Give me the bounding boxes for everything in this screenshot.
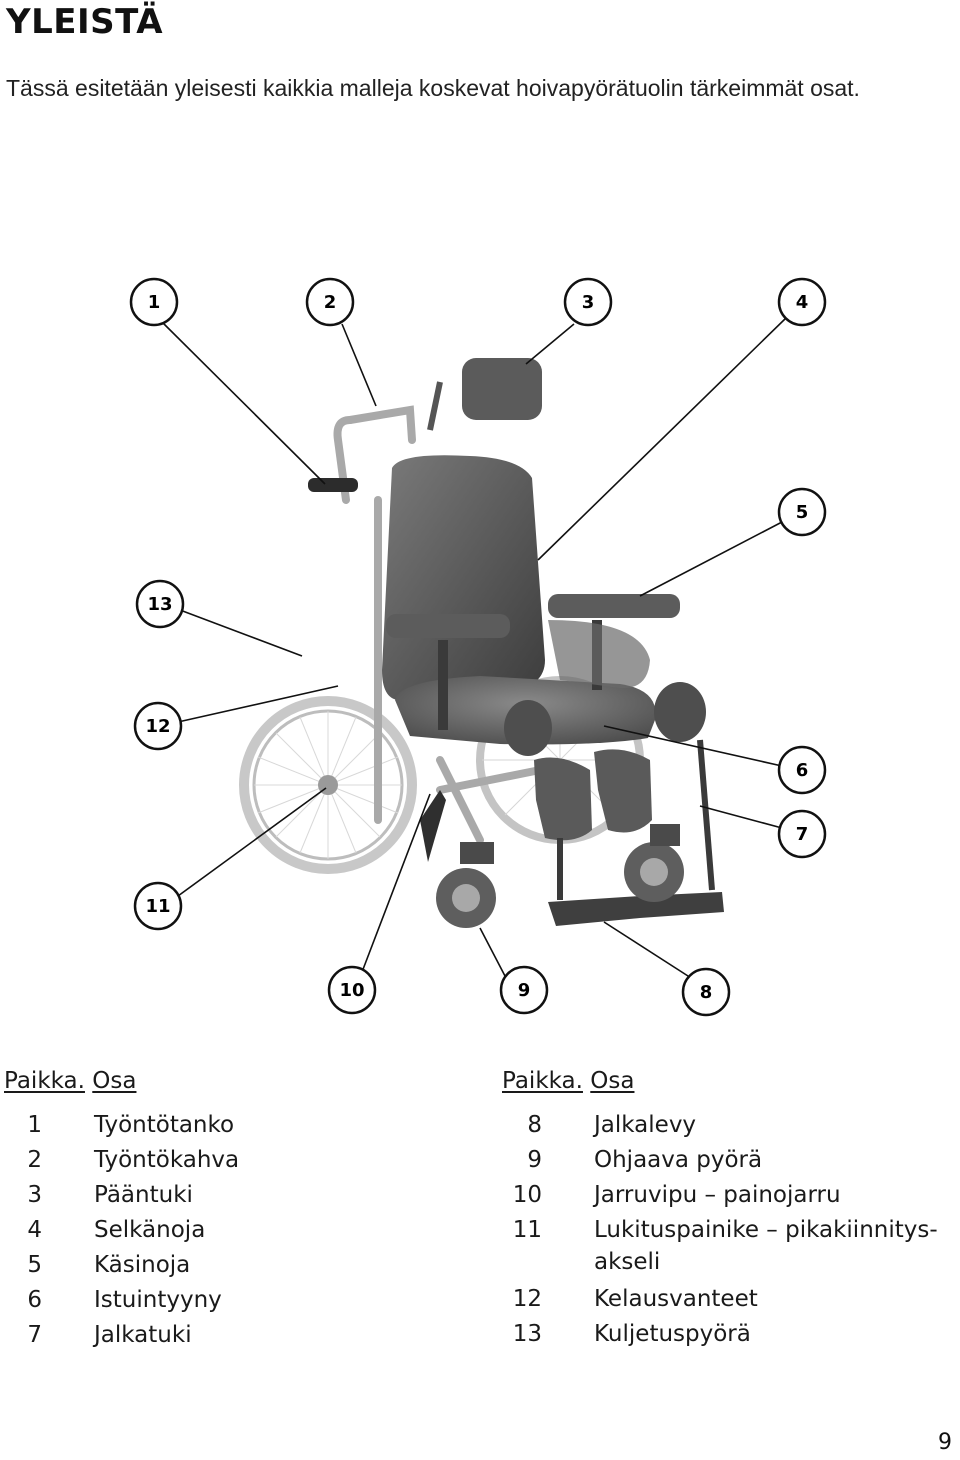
svg-text:10: 10 — [339, 980, 364, 1001]
svg-text:7: 7 — [796, 824, 809, 845]
row-number: 9 — [527, 1147, 542, 1173]
callout-12: 12 — [133, 701, 183, 751]
callout-1: 1 — [129, 277, 179, 327]
row-part: Kelausvanteet — [594, 1286, 758, 1312]
svg-text:4: 4 — [796, 292, 809, 313]
callout-10: 10 — [327, 965, 377, 1015]
row-part: Ohjaava pyörä — [594, 1147, 763, 1173]
svg-text:11: 11 — [145, 896, 170, 917]
brake-lever — [420, 790, 446, 862]
caster-wheels — [436, 824, 684, 928]
svg-text:9: 9 — [518, 980, 531, 1001]
row-number: 5 — [27, 1252, 42, 1278]
row-number: 12 — [512, 1286, 542, 1312]
row-number: 6 — [27, 1287, 42, 1313]
callout-6: 6 — [777, 745, 827, 795]
row-part: Työntötanko — [94, 1112, 235, 1138]
callout-2: 2 — [305, 277, 355, 327]
headrest — [427, 358, 542, 431]
row-part: Jarruvipu – painojarru — [594, 1182, 841, 1208]
push-handle — [308, 478, 358, 492]
callout-4: 4 — [777, 277, 827, 327]
header-part: Osa — [92, 1068, 137, 1094]
callout-8: 8 — [681, 967, 731, 1017]
rear-wheel — [239, 696, 417, 874]
table-header: Paikka. Osa — [4, 1068, 136, 1094]
row-number: 4 — [27, 1217, 42, 1243]
row-number: 13 — [512, 1321, 542, 1347]
page-number: 9 — [938, 1430, 952, 1455]
row-number: 3 — [27, 1182, 42, 1208]
row-part: Lukituspainike – pikakiinnitys- — [594, 1217, 938, 1243]
row-number: 1 — [27, 1112, 42, 1138]
callout-7: 7 — [777, 809, 827, 859]
leg-rests — [504, 682, 715, 900]
table-header: Paikka. Osa — [502, 1068, 634, 1094]
svg-text:2: 2 — [324, 292, 337, 313]
row-number: 7 — [27, 1322, 42, 1348]
row-number: 8 — [527, 1112, 542, 1138]
svg-text:13: 13 — [147, 594, 172, 615]
callout-11: 11 — [133, 881, 183, 931]
callout-9: 9 — [499, 965, 549, 1015]
header-position: Paikka. — [4, 1068, 85, 1094]
armrests — [386, 594, 680, 730]
row-number: 2 — [27, 1147, 42, 1173]
svg-text:8: 8 — [700, 982, 713, 1003]
frame — [333, 405, 544, 844]
row-part: Työntökahva — [94, 1147, 240, 1173]
row-part: Kuljetuspyörä — [594, 1321, 751, 1347]
row-part: Selkänoja — [94, 1217, 206, 1243]
row-part: Istuintyyny — [94, 1287, 222, 1313]
row-part: Jalkalevy — [594, 1112, 697, 1138]
row-number: 10 — [512, 1182, 542, 1208]
svg-text:1: 1 — [148, 292, 161, 313]
row-part: Jalkatuki — [94, 1322, 192, 1348]
callout-3: 3 — [563, 277, 613, 327]
backrest — [382, 455, 545, 700]
intro-paragraph: Tässä esitetään yleisesti kaikkia mallej… — [6, 75, 860, 101]
svg-text:3: 3 — [582, 292, 595, 313]
callout-13: 13 — [135, 579, 185, 629]
page-title: YLEISTÄ — [6, 2, 164, 42]
svg-text:6: 6 — [796, 760, 809, 781]
row-part: Käsinoja — [94, 1252, 191, 1278]
svg-text:12: 12 — [145, 716, 170, 737]
svg-text:5: 5 — [796, 502, 809, 523]
wheelchair-diagram: 1 2 3 4 5 13 12 6 7 11 10 9 — [129, 277, 827, 1017]
callout-5: 5 — [777, 487, 827, 537]
row-part: Pääntuki — [94, 1182, 193, 1208]
row-part-continuation: akseli — [594, 1249, 661, 1275]
leader-lines — [161, 317, 787, 977]
header-part: Osa — [590, 1068, 635, 1094]
header-position: Paikka. — [502, 1068, 583, 1094]
footplates — [548, 892, 724, 926]
row-number: 11 — [512, 1217, 542, 1243]
